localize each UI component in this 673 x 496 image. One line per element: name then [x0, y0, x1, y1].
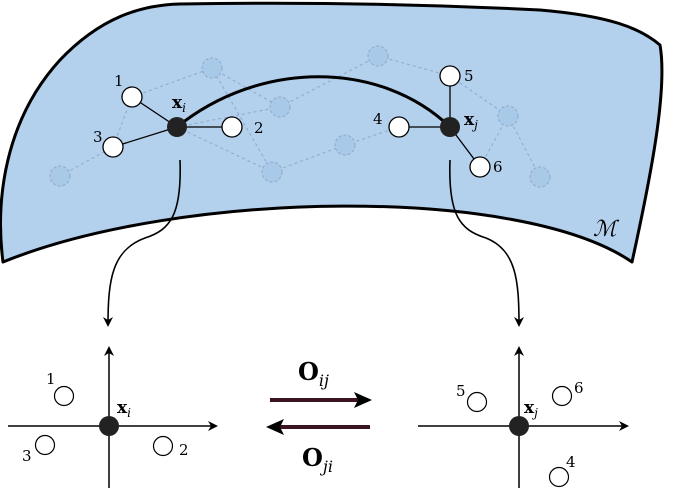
local-label-li-3: 3 [22, 447, 32, 465]
neighbor-nodes-i: 1 2 3 [93, 72, 264, 158]
local-label-lj-5: 5 [456, 382, 466, 400]
local-label-li-1: 1 [46, 370, 56, 388]
geodesic-curve [176, 75, 452, 129]
local-label-li-2: 2 [179, 441, 189, 459]
edge-i-3 [112, 126, 178, 148]
ghost-node-2 [269, 96, 291, 118]
local-label-xi: xi [117, 398, 131, 420]
ghost-node-7 [529, 166, 551, 188]
local-node-xi [99, 416, 119, 436]
local-neighbor-lj-6 [551, 385, 573, 407]
operator-oji: Oji [302, 443, 333, 476]
mapping-arrow-i [103, 159, 181, 327]
local-neighbor-li-3 [34, 434, 56, 456]
neighbor-node-j-6 [469, 156, 491, 178]
neighbor-label-i-1: 1 [114, 72, 124, 90]
node-xj [440, 117, 460, 137]
neighbor-label-j-6: 6 [493, 158, 503, 176]
node-xi [167, 117, 187, 137]
neighbor-label-j-4: 4 [373, 110, 383, 128]
neighbor-node-j-4 [388, 116, 410, 138]
ghost-node-1 [201, 57, 223, 79]
label-xi: xi [172, 93, 186, 115]
local-frame-j: 5 6 4 xj [418, 346, 629, 488]
neighbor-node-i-1 [121, 86, 143, 108]
local-label-lj-6: 6 [574, 379, 584, 397]
neighbor-node-i-2 [221, 116, 243, 138]
ghost-node-6 [497, 105, 519, 127]
operator-oij: Oij [298, 357, 329, 390]
ghost-node-0 [49, 165, 71, 187]
local-neighbor-lj-5 [466, 391, 488, 413]
neighbor-label-i-2: 2 [254, 119, 264, 137]
local-node-xj [509, 416, 529, 436]
local-label-xj: xj [524, 398, 538, 420]
neighbor-label-i-3: 3 [93, 128, 103, 146]
local-neighbor-li-1 [53, 385, 75, 407]
local-label-lj-4: 4 [566, 453, 576, 471]
label-xj: xj [464, 110, 478, 132]
ghost-node-5 [334, 134, 356, 156]
ghost-node-3 [261, 161, 283, 183]
neighbor-label-j-5: 5 [464, 67, 474, 85]
manifold-label: ℳ [593, 217, 620, 242]
mapping-arrow-j [449, 159, 524, 327]
neighbor-node-i-3 [102, 136, 124, 158]
operator-arrows: Oij Oji [266, 357, 372, 476]
local-frame-i: 1 3 2 xi [8, 346, 218, 488]
local-neighbor-lj-4 [548, 466, 570, 488]
local-neighbor-li-2 [152, 435, 174, 457]
neighbor-node-j-5 [439, 65, 461, 87]
manifold-surface [0, 1, 664, 264]
ghost-nodes [49, 45, 551, 188]
neighbor-nodes-j: 5 4 6 [373, 65, 503, 178]
ghost-node-4 [367, 45, 389, 67]
